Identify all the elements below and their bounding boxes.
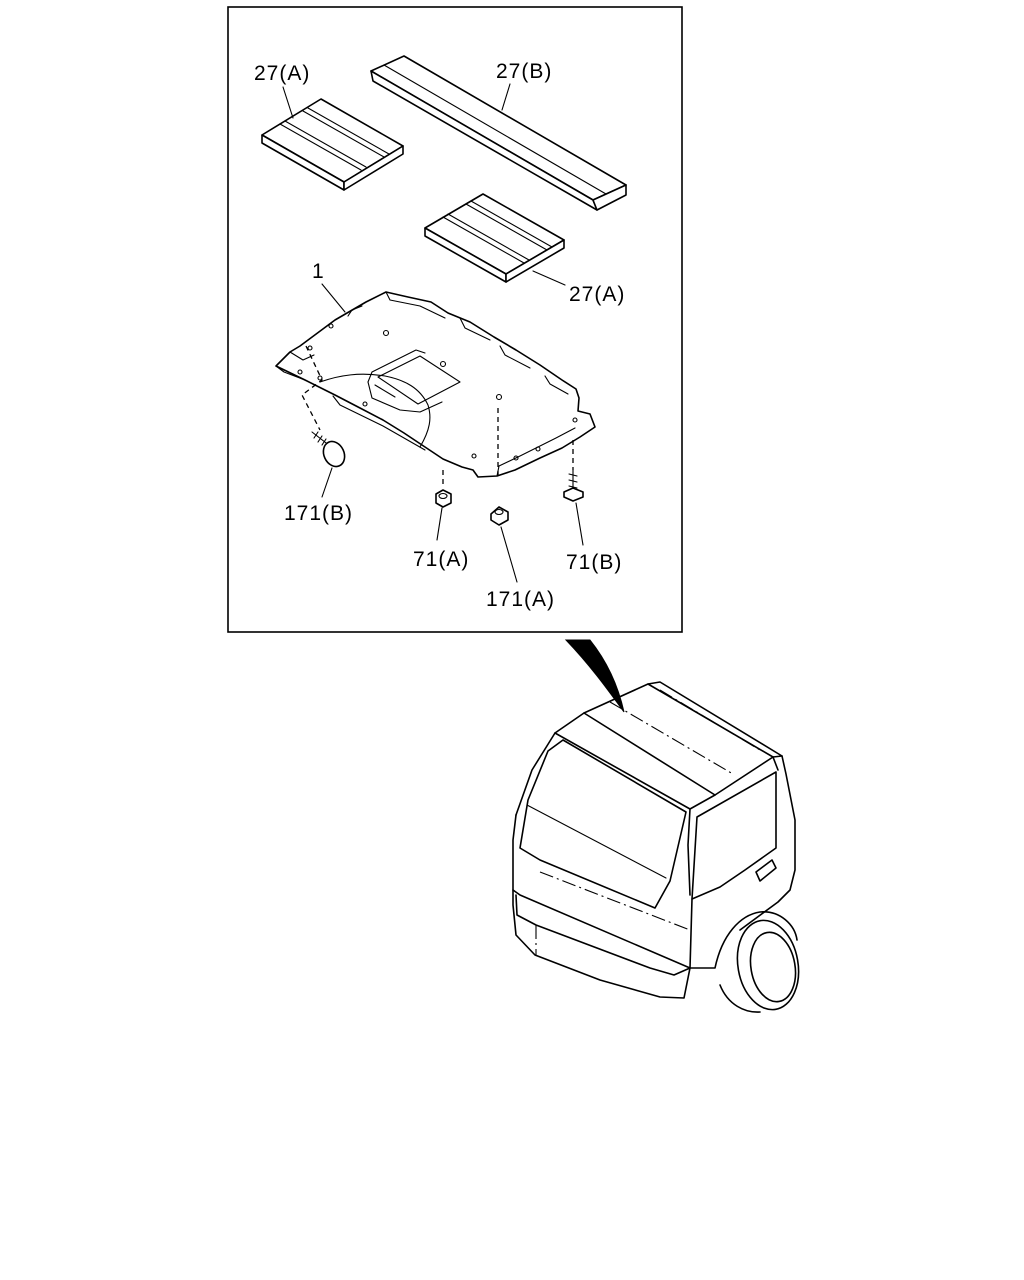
nut-71a (435, 489, 452, 508)
callout-1: 1 (312, 260, 325, 283)
leader-27a-lower (532, 270, 566, 286)
insulation-pad-27a-lower (424, 193, 565, 283)
callout-71b: 71(B) (566, 551, 622, 574)
callout-171b: 171(B) (284, 502, 353, 525)
callout-27a-lower: 27(A) (569, 283, 625, 306)
headlining-panel (275, 291, 596, 478)
leader-71b (575, 502, 584, 546)
leader-71a (436, 507, 443, 541)
insulation-pad-27a-upper (261, 98, 404, 191)
insulation-strip-27b (370, 55, 627, 211)
screw-71b (563, 469, 584, 502)
install-line-171b (301, 345, 323, 431)
callout-27a-upper: 27(A) (254, 62, 310, 85)
callout-71a: 71(A) (413, 548, 469, 571)
leader-27b (501, 83, 511, 111)
leader-171b (321, 467, 333, 498)
truck-cab-illustration (512, 681, 800, 1013)
leader-171a (500, 526, 518, 583)
clip-171b (311, 431, 346, 468)
leader-27a-upper (282, 86, 294, 119)
location-pointer (564, 639, 625, 713)
callout-171a: 171(A) (486, 588, 555, 611)
detail-frame (227, 6, 683, 633)
leader-1 (321, 283, 346, 313)
clip-171a (490, 506, 509, 526)
callout-27b: 27(B) (496, 60, 552, 83)
